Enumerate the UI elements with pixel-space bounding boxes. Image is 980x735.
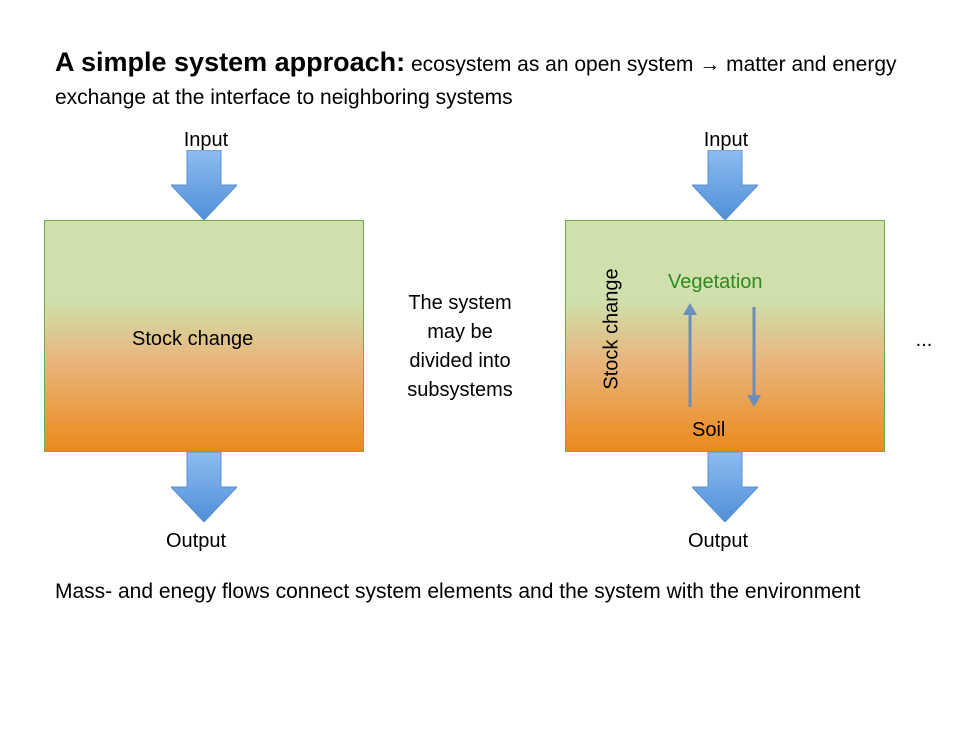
note-line: may be xyxy=(427,321,493,343)
right-system-box: Vegetation Soil xyxy=(565,220,885,452)
subsystem-note: The system may be divided into subsystem… xyxy=(385,289,535,405)
note-line: divided into xyxy=(409,350,511,372)
nutrient-cycle-arrows-icon xyxy=(683,303,761,407)
ellipsis: ... xyxy=(915,329,933,351)
left-input-arrow-icon xyxy=(171,150,237,220)
right-input-arrow-icon xyxy=(692,150,758,220)
title-rest: ecosystem as an open system → matter and… xyxy=(55,53,897,109)
slide-title: A simple system approach: ecosystem as a… xyxy=(55,46,935,114)
title-bold: A simple system approach: xyxy=(55,47,406,77)
left-system-box: Stock change xyxy=(44,220,364,452)
left-input-label: Input xyxy=(183,129,229,151)
left-stock-label: Stock change xyxy=(132,328,254,350)
soil-label: Soil xyxy=(692,419,726,441)
right-output-label: Output xyxy=(687,530,749,552)
note-line: subsystems xyxy=(407,379,513,401)
note-line: The system xyxy=(408,292,512,314)
right-stock-label: Stock change xyxy=(600,268,623,390)
left-output-arrow-icon xyxy=(171,452,237,522)
footer-text: Mass- and enegy flows connect system ele… xyxy=(55,580,861,603)
vegetation-label: Vegetation xyxy=(668,271,763,293)
right-output-arrow-icon xyxy=(692,452,758,522)
left-output-label: Output xyxy=(165,530,227,552)
right-input-label: Input xyxy=(703,129,749,151)
